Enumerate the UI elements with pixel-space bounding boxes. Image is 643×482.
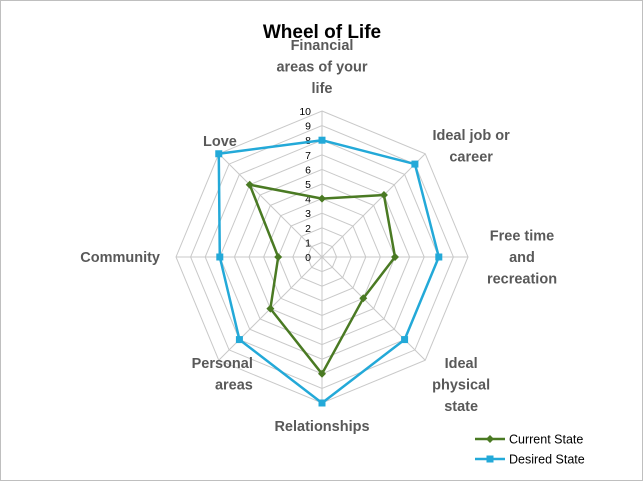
category-label-line: life xyxy=(312,81,333,97)
category-label: Free time and recreation xyxy=(487,229,557,288)
grid-spoke xyxy=(218,153,323,258)
category-label-line: recreation xyxy=(487,272,557,288)
data-point xyxy=(318,194,326,203)
legend-item: Current State xyxy=(475,433,583,447)
data-point xyxy=(435,253,443,261)
data-point xyxy=(245,180,254,189)
tick-label: 3 xyxy=(305,208,311,220)
data-point xyxy=(411,160,419,168)
chart-title: Wheel of Life xyxy=(263,22,381,43)
data-point xyxy=(318,369,326,378)
category-label: Financial areas of your life xyxy=(276,38,367,97)
data-point xyxy=(359,294,368,303)
category-label-line: Financial xyxy=(291,38,354,54)
legend-item: Desired State xyxy=(475,453,585,467)
category-label-line: Relationships xyxy=(274,419,369,435)
tick-label: 9 xyxy=(305,121,311,133)
tick-label: 6 xyxy=(305,164,311,176)
category-label-line: Love xyxy=(203,134,237,150)
legend-label: Desired State xyxy=(509,453,585,467)
category-label-line: and xyxy=(509,250,535,266)
category-label-line: state xyxy=(444,399,478,415)
data-point xyxy=(401,336,409,344)
category-label-line: Ideal xyxy=(445,356,478,372)
category-label: Love xyxy=(203,134,237,150)
tick-label: 4 xyxy=(305,194,311,206)
tick-label: 0 xyxy=(305,252,311,264)
data-point xyxy=(318,399,326,407)
legend-marker xyxy=(486,435,494,443)
category-label-line: Free time xyxy=(490,229,554,245)
tick-label: 10 xyxy=(299,106,311,118)
category-label: Personal areas xyxy=(192,356,253,394)
category-label-line: physical xyxy=(432,378,490,394)
grid-spoke xyxy=(321,153,426,258)
data-point xyxy=(266,304,275,313)
data-point xyxy=(274,253,283,261)
legend-label: Current State xyxy=(509,433,583,447)
tick-label: 7 xyxy=(305,150,311,162)
category-label: Ideal physical state xyxy=(432,356,490,415)
series-layer xyxy=(215,136,443,407)
series-current-state xyxy=(245,180,399,378)
category-label: Ideal job or career xyxy=(432,128,510,166)
tick-label: 2 xyxy=(305,223,311,235)
category-label-line: career xyxy=(449,149,493,165)
legend-marker xyxy=(486,455,494,463)
category-label: Community xyxy=(80,250,160,266)
data-point xyxy=(215,150,223,158)
category-label-line: areas xyxy=(215,378,253,394)
tick-label: 1 xyxy=(305,237,311,249)
category-label: Relationships xyxy=(274,419,369,435)
category-label-line: Community xyxy=(80,250,160,266)
tick-label: 5 xyxy=(305,179,311,191)
data-point xyxy=(216,253,224,261)
series-desired-state xyxy=(215,136,443,407)
data-point xyxy=(318,136,326,144)
category-label-line: Personal xyxy=(192,356,253,372)
data-point xyxy=(391,253,399,261)
category-label-line: areas of your xyxy=(276,60,367,76)
data-point xyxy=(235,336,243,344)
data-point xyxy=(379,191,388,200)
category-label-line: Ideal job or xyxy=(432,128,510,144)
